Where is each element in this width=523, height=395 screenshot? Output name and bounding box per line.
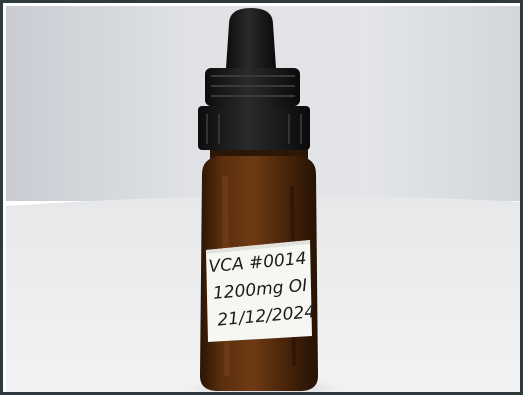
photo-canvas: VCA #0014 1200mg OI 21/12/2024 [6,6,520,392]
product-photo: VCA #0014 1200mg OI 21/12/2024 [6,6,520,392]
dropper-cap [198,8,310,150]
bottle-label: VCA #0014 1200mg OI 21/12/2024 [206,240,316,342]
